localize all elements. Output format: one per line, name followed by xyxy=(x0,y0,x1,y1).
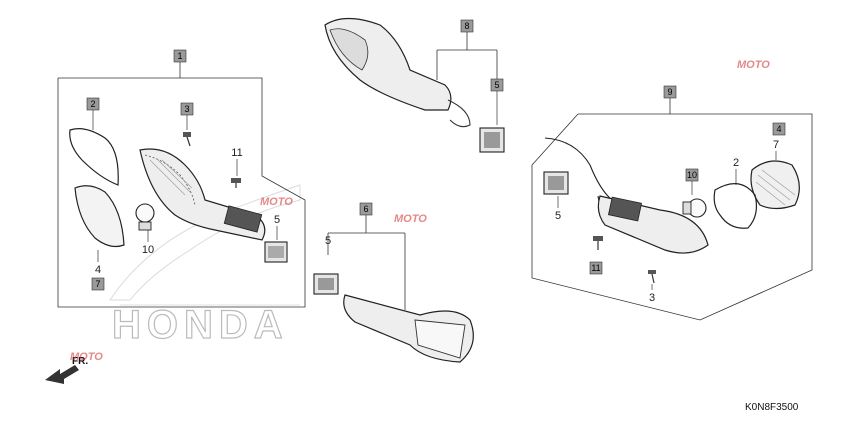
lens-part xyxy=(74,185,125,248)
group-1-number: 1 xyxy=(177,51,182,61)
group-6-number: 6 xyxy=(363,204,368,214)
callout-10-label: 10 xyxy=(142,244,154,256)
callout-4-label: 4 xyxy=(95,264,101,276)
bulb-part-g9 xyxy=(682,198,707,218)
screw-11-part xyxy=(231,178,241,188)
gasket-part-g9 xyxy=(713,183,758,229)
moto-logo-watermark: MOTO MOTO MOTO MOTO xyxy=(70,59,770,363)
callout-4-box-g9 xyxy=(772,122,786,136)
callout-5-label-g6: 5 xyxy=(325,235,331,247)
callout-7-label: 7 xyxy=(95,279,100,289)
group-8-frame xyxy=(436,32,498,80)
callout-5-label-g1: 5 xyxy=(274,214,280,226)
callout-11-label-g9: 11 xyxy=(591,263,600,273)
honda-watermark-text: HONDA xyxy=(112,303,289,347)
screw-3-part-g9 xyxy=(648,270,656,284)
callout-7-box xyxy=(91,277,105,291)
callout-5-label-g9: 5 xyxy=(555,210,561,222)
moto-logo-text-2: MOTO xyxy=(394,213,427,225)
moto-logo-text-3: MOTO xyxy=(260,196,293,208)
callout-3-label: 3 xyxy=(184,104,189,114)
front-arrow-icon xyxy=(45,365,79,384)
turn-signal-body-9 xyxy=(544,137,709,254)
screw-part xyxy=(183,132,191,147)
callout-3-label-g9: 3 xyxy=(649,292,655,304)
screw-11-part-g9 xyxy=(593,236,603,250)
honda-wing-watermark xyxy=(109,184,301,306)
bulb-part xyxy=(135,203,155,231)
moto-logo-text-4: MOTO xyxy=(70,351,103,363)
socket-part-g9 xyxy=(543,171,569,195)
group-1-box xyxy=(173,49,187,63)
callout-10-label-g9: 10 xyxy=(687,170,697,180)
group-8-number: 8 xyxy=(464,21,469,31)
callout-2-label: 2 xyxy=(90,99,95,109)
group-6-frame xyxy=(327,215,406,310)
diagram-code: K0N8F3500 xyxy=(745,402,799,413)
callout-2-label-g9: 2 xyxy=(733,157,739,169)
moto-logo-text-1: MOTO xyxy=(737,59,770,71)
callout-11-box-g9 xyxy=(589,261,603,275)
socket-part-g6 xyxy=(313,273,339,295)
callout-7-label-g9: 7 xyxy=(773,139,779,151)
turn-signal-body-6 xyxy=(343,294,474,363)
turn-signal-body-8 xyxy=(324,17,471,128)
callout-4-label-g9: 4 xyxy=(776,124,781,134)
lens-part-g9 xyxy=(750,160,800,210)
group-9-number: 9 xyxy=(667,87,672,97)
callout-11-label: 11 xyxy=(231,147,242,159)
group-1-frame xyxy=(57,62,306,308)
socket-part-g8 xyxy=(479,127,505,153)
front-label: FR. xyxy=(72,356,88,367)
callout-5-label-g8: 5 xyxy=(494,80,499,90)
turn-signal-body-1 xyxy=(139,148,266,241)
socket-part-g1 xyxy=(264,241,288,263)
group-9-frame xyxy=(531,98,813,321)
gasket-part xyxy=(69,128,119,186)
